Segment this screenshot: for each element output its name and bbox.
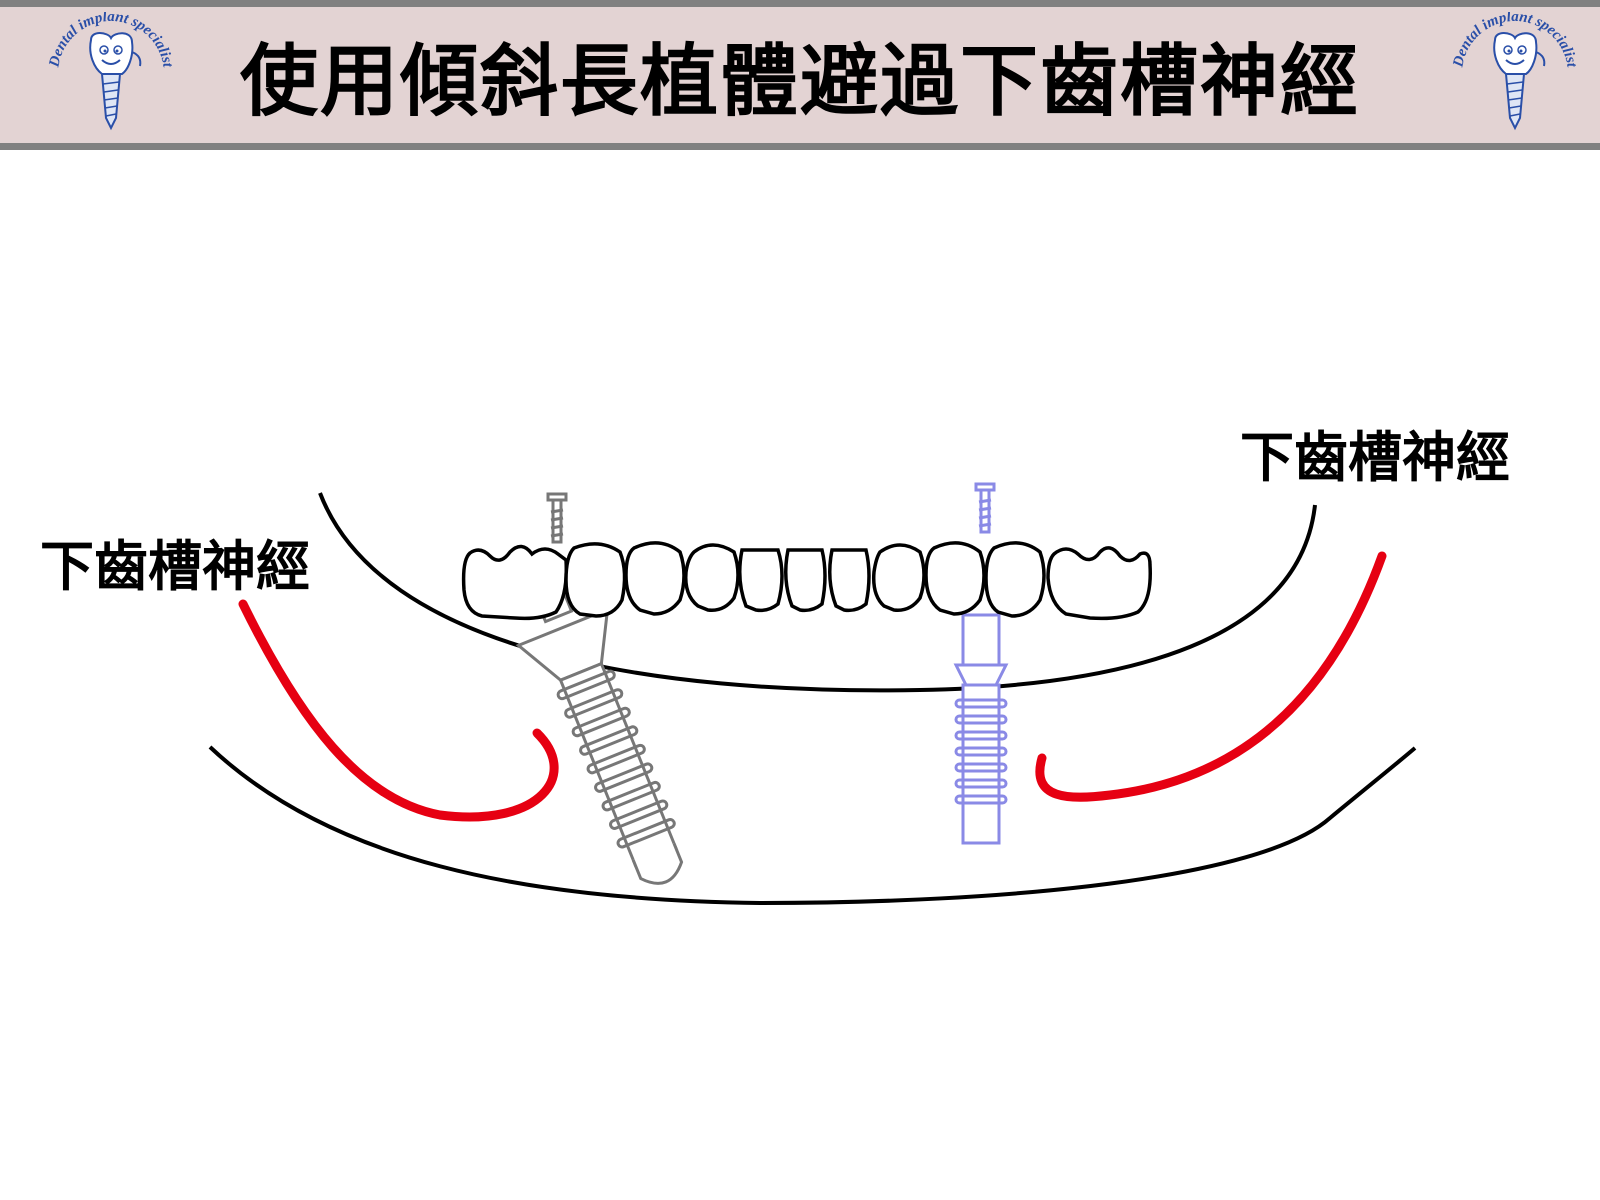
- tooth: [828, 548, 871, 613]
- implant-threads: [556, 669, 676, 849]
- dental-implant-logo-right: Dental implant specialist: [1450, 12, 1580, 131]
- tooth: [461, 544, 569, 621]
- tilted-implant: [515, 594, 684, 885]
- nerve-right: [1035, 551, 1387, 802]
- tooth: [684, 543, 740, 612]
- dental-implant-logo-left: Dental implant specialist: [46, 12, 176, 131]
- lower-jaw-curve: [208, 745, 1417, 906]
- page-title: 使用傾斜長植體避過下齒槽神經: [239, 37, 1360, 127]
- tooth: [784, 548, 827, 613]
- screw-left: [546, 492, 568, 544]
- straight-implant: [953, 613, 1009, 845]
- tooth: [984, 541, 1046, 618]
- tooth-mascot-icon: [89, 32, 142, 131]
- tooth: [871, 543, 926, 612]
- implant-threads-blue: [954, 698, 1008, 805]
- screw-right: [974, 482, 996, 534]
- nerve-left: [238, 599, 559, 822]
- nerve-label-right: 下齒槽神經: [1240, 426, 1510, 489]
- tooth-mascot-icon: [1493, 32, 1546, 131]
- nerve-label-left: 下齒槽神經: [40, 535, 310, 598]
- tooth: [564, 542, 627, 618]
- tooth: [738, 548, 784, 613]
- tooth: [924, 541, 986, 616]
- title-banner: [0, 0, 1600, 150]
- tooth: [624, 541, 686, 616]
- denture-teeth: [461, 541, 1152, 621]
- upper-ridge-curve: [318, 492, 1317, 693]
- tooth: [1046, 546, 1152, 621]
